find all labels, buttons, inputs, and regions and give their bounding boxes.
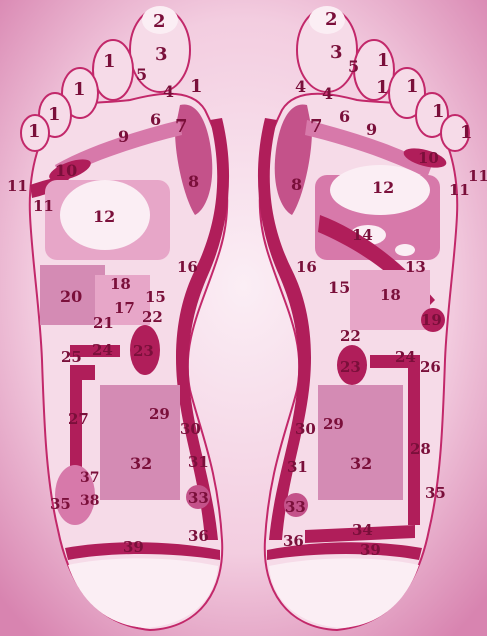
label-left-21: 21	[93, 314, 114, 332]
label-left-36: 36	[188, 527, 209, 545]
label-left-29: 29	[149, 405, 170, 423]
label-right-15: 15	[328, 278, 350, 297]
left-zone-32	[100, 385, 180, 500]
label-left-9: 9	[118, 127, 129, 146]
label-left-3: 3	[155, 44, 168, 65]
label-right-29: 29	[323, 415, 344, 433]
label-left-5: 5	[136, 65, 147, 84]
label-right-12: 12	[372, 178, 394, 197]
label-right-30: 30	[295, 420, 316, 438]
label-right-4a: 4	[295, 77, 306, 96]
label-left-10: 10	[55, 161, 77, 180]
label-left-18: 18	[110, 275, 131, 293]
label-right-1b: 1	[406, 76, 419, 97]
label-left-6: 6	[150, 110, 161, 129]
label-left-33: 33	[188, 489, 209, 507]
label-right-8: 8	[291, 175, 302, 194]
label-right-19: 19	[421, 311, 442, 329]
label-right-33: 33	[285, 498, 306, 516]
label-left-7: 7	[175, 116, 188, 137]
label-right-18: 18	[380, 286, 401, 304]
label-right-28: 28	[410, 440, 431, 458]
label-right-3: 3	[330, 42, 343, 63]
label-left-22: 22	[142, 308, 163, 326]
label-left-24: 24	[92, 341, 113, 359]
label-right-14: 14	[352, 226, 373, 244]
label-right-35: 35	[425, 484, 446, 502]
label-right-23: 23	[340, 358, 361, 376]
label-left-23: 23	[133, 342, 154, 360]
label-right-9: 9	[366, 120, 377, 139]
label-left-2: 2	[153, 11, 166, 32]
label-right-1e: 1	[376, 77, 389, 98]
label-left-1c: 1	[48, 104, 61, 125]
label-left-1e: 1	[190, 76, 203, 97]
label-right-31: 31	[287, 458, 308, 476]
label-right-22: 22	[340, 327, 361, 345]
label-right-5: 5	[348, 57, 359, 76]
label-right-1d: 1	[460, 122, 473, 143]
label-left-39: 39	[123, 538, 144, 556]
right-zone-13-spot	[395, 244, 415, 256]
label-right-1a: 1	[377, 50, 390, 71]
label-right-6: 6	[339, 107, 350, 126]
label-left-8: 8	[188, 172, 199, 191]
label-left-30: 30	[180, 420, 201, 438]
label-right-2: 2	[325, 9, 338, 30]
label-left-31: 31	[188, 453, 209, 471]
label-right-10: 10	[418, 149, 439, 167]
label-right-34: 34	[352, 521, 373, 539]
label-left-25: 25	[61, 348, 82, 366]
label-left-11a: 11	[7, 177, 28, 195]
label-right-36: 36	[283, 532, 304, 550]
label-left-27: 27	[68, 410, 89, 428]
label-right-4b: 4	[322, 84, 333, 103]
label-right-24: 24	[395, 348, 416, 366]
label-left-12: 12	[93, 207, 115, 226]
label-left-11b: 11	[33, 197, 54, 215]
label-left-32: 32	[130, 454, 152, 473]
label-left-20: 20	[60, 287, 82, 306]
label-right-26: 26	[420, 358, 441, 376]
label-left-37: 37	[80, 470, 99, 486]
label-left-35: 35	[50, 495, 71, 513]
label-right-16: 16	[296, 258, 317, 276]
label-right-32: 32	[350, 454, 372, 473]
label-left-15: 15	[145, 288, 166, 306]
label-left-4: 4	[163, 82, 174, 101]
label-left-17: 17	[114, 299, 135, 317]
label-right-11b: 11	[449, 181, 470, 199]
label-left-1b: 1	[73, 79, 86, 100]
label-right-1c: 1	[432, 101, 445, 122]
label-left-1d: 1	[28, 121, 41, 142]
label-right-7: 7	[310, 116, 323, 137]
label-left-38: 38	[80, 493, 99, 509]
label-left-1a: 1	[103, 51, 116, 72]
label-right-11a: 11	[468, 167, 487, 185]
right-zone-32	[318, 385, 403, 500]
label-left-16: 16	[177, 258, 198, 276]
label-right-13: 13	[405, 258, 426, 276]
label-right-39: 39	[360, 541, 381, 559]
